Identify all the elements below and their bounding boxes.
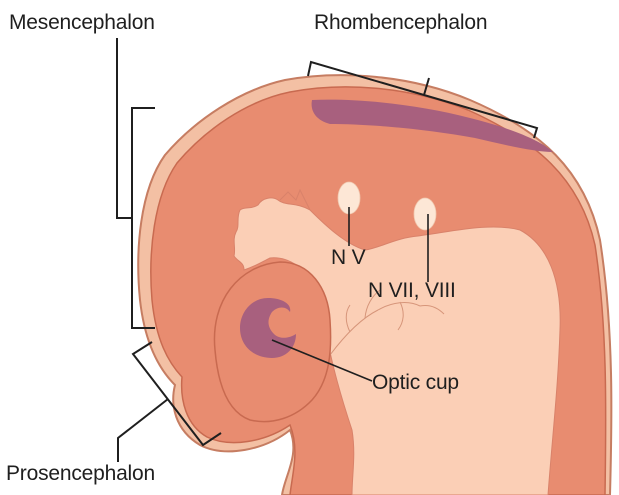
label-optic-cup: Optic cup	[372, 372, 459, 393]
label-nerve-vii-viii: N VII, VIII	[368, 280, 456, 301]
label-nerve-v: N V	[331, 247, 365, 268]
label-prosencephalon: Prosencephalon	[6, 463, 155, 484]
label-rhombencephalon: Rhombencephalon	[314, 12, 487, 33]
label-mesencephalon: Mesencephalon	[9, 12, 155, 33]
nerve-vii-viii-ganglion	[414, 198, 436, 230]
